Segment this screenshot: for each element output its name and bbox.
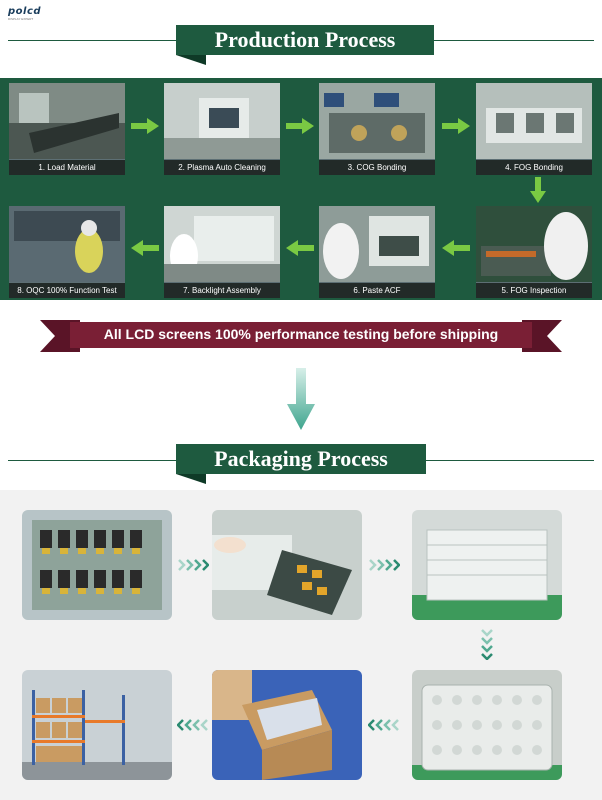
step-caption: 7. Backlight Assembly bbox=[164, 283, 280, 298]
title-fold bbox=[176, 55, 206, 65]
pack-photo-bubble-stack bbox=[412, 510, 562, 620]
step-oqc-test: 8. OQC 100% Function Test bbox=[9, 206, 125, 298]
packaging-panel bbox=[0, 490, 602, 800]
step-caption: 3. COG Bonding bbox=[319, 160, 435, 175]
step-photo bbox=[9, 83, 125, 159]
step-caption: 6. Paste ACF bbox=[319, 283, 435, 298]
pack-photo-warehouse bbox=[22, 670, 172, 780]
title-line-right bbox=[434, 40, 594, 41]
title-line-right bbox=[426, 460, 594, 461]
step-caption: 1. Load Material bbox=[9, 160, 125, 175]
step-caption: 4. FOG Bonding bbox=[476, 160, 592, 175]
arrow-right-icon bbox=[442, 118, 470, 134]
step-photo bbox=[476, 83, 592, 159]
step-photo bbox=[164, 206, 280, 282]
logo-subtext: DISPLAY EXPERT bbox=[8, 17, 34, 21]
chevron-right-icon bbox=[369, 559, 400, 571]
arrow-down-icon bbox=[287, 368, 315, 430]
step-caption: 8. OQC 100% Function Test bbox=[9, 283, 125, 298]
ribbon-text: All LCD screens 100% performance testing… bbox=[103, 326, 499, 342]
step-backlight-assembly: 7. Backlight Assembly bbox=[164, 206, 280, 298]
step-caption: 2. Plasma Auto Cleaning bbox=[164, 160, 280, 175]
arrow-left-icon bbox=[442, 240, 470, 256]
step-photo bbox=[319, 83, 435, 159]
pack-photo-trays bbox=[22, 510, 172, 620]
arrow-left-icon bbox=[286, 240, 314, 256]
ribbon-banner bbox=[40, 320, 562, 352]
arrow-left-icon bbox=[131, 240, 159, 256]
chevron-left-icon bbox=[177, 719, 208, 731]
step-fog-inspection: 5. FOG Inspection bbox=[476, 206, 592, 298]
step-fog-bonding: 4. FOG Bonding bbox=[476, 83, 592, 175]
step-cog-bonding: 3. COG Bonding bbox=[319, 83, 435, 175]
production-title: Production Process bbox=[176, 25, 434, 55]
step-photo bbox=[9, 206, 125, 282]
step-photo bbox=[319, 206, 435, 282]
step-load-material: 1. Load Material bbox=[9, 83, 125, 175]
arrow-right-icon bbox=[286, 118, 314, 134]
chevron-down-icon bbox=[481, 629, 493, 660]
step-caption: 5. FOG Inspection bbox=[476, 283, 592, 298]
arrow-right-icon bbox=[131, 118, 159, 134]
pack-photo-bubble-wrap bbox=[412, 670, 562, 780]
company-logo: polcd DISPLAY EXPERT bbox=[8, 6, 50, 38]
title-fold bbox=[176, 474, 206, 484]
step-paste-acf: 6. Paste ACF bbox=[319, 206, 435, 298]
logo-text: polcd bbox=[8, 6, 42, 17]
step-photo bbox=[476, 206, 592, 282]
title-line-left bbox=[8, 460, 176, 461]
chevron-right-icon bbox=[178, 559, 209, 571]
pack-photo-wrapping bbox=[212, 510, 362, 620]
pack-photo-carton bbox=[212, 670, 362, 780]
chevron-left-icon bbox=[368, 719, 399, 731]
arrow-down-icon bbox=[530, 177, 546, 203]
production-panel: 1. Load Material 2. Plasma Auto Cleaning… bbox=[0, 78, 602, 300]
step-plasma-cleaning: 2. Plasma Auto Cleaning bbox=[164, 83, 280, 175]
step-photo bbox=[164, 83, 280, 159]
packaging-title: Packaging Process bbox=[176, 444, 426, 474]
title-line-left bbox=[8, 40, 176, 41]
